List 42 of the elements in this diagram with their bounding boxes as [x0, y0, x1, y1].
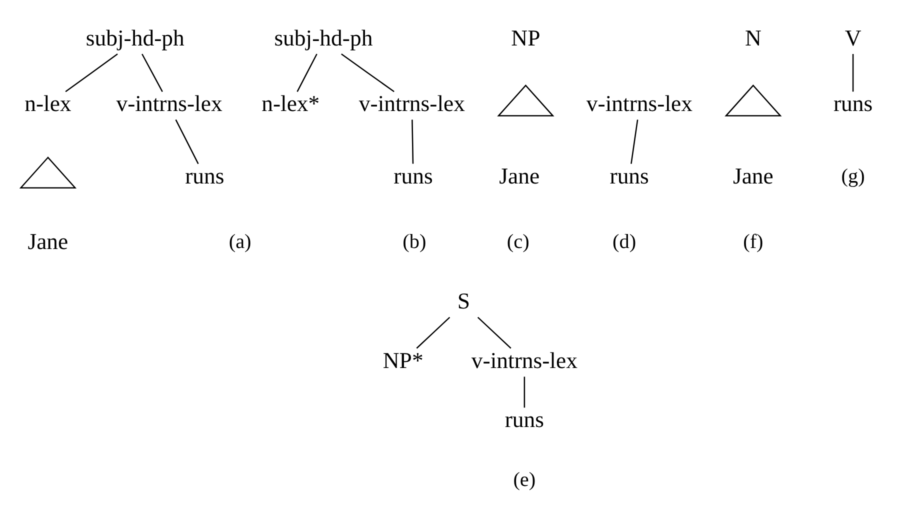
node-text: n-lex* [262, 90, 320, 116]
connector [412, 119, 414, 164]
label: (f) [743, 230, 764, 253]
node-triangle [19, 156, 77, 188]
node-text: runs [185, 162, 224, 188]
node-text: v-intrns-lex [116, 90, 222, 116]
node-text: runs [504, 406, 544, 432]
label: (d) [612, 230, 636, 253]
connector [341, 53, 394, 92]
node-text: V [844, 25, 862, 50]
node-triangle [497, 84, 554, 116]
connector [630, 119, 638, 164]
node-text: v-intrns-lex [586, 90, 692, 116]
node-text: N [744, 25, 762, 50]
node-triangle [724, 84, 782, 116]
connector [65, 53, 118, 92]
node-text: v-intrns-lex [471, 347, 578, 372]
label: (g) [841, 165, 865, 188]
connector [175, 118, 199, 164]
connector [477, 316, 512, 348]
node-text: n-lex [24, 90, 72, 116]
label: (b) [402, 230, 426, 253]
node-text: Jane [28, 228, 68, 254]
label: (c) [506, 230, 530, 253]
connector [524, 376, 526, 408]
label: (a) [228, 230, 252, 253]
node-text: runs [610, 162, 649, 188]
connector [416, 316, 450, 348]
node-text: NP [511, 25, 540, 50]
connector [852, 54, 854, 92]
connector [142, 53, 163, 92]
node-text: subj-hd-ph [274, 25, 373, 50]
node-text: v-intrns-lex [358, 90, 465, 116]
label: (e) [513, 468, 536, 490]
connector [296, 53, 318, 92]
node-text: subj-hd-ph [86, 25, 184, 50]
node-text: runs [394, 162, 433, 188]
node-text: runs [833, 90, 873, 116]
node-text: Jane [499, 162, 540, 188]
node-text: NP* [382, 347, 424, 372]
node-text: S [457, 288, 470, 313]
node-text: Jane [732, 162, 774, 188]
